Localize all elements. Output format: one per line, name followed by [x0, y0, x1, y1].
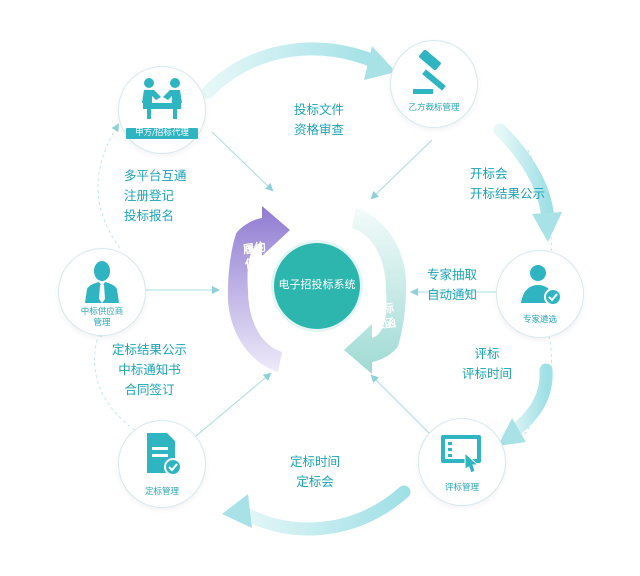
node-supplier-label-line2: 管理 [93, 318, 111, 328]
step-opening: 开标会 开标结果公示 [470, 164, 545, 204]
ring-purple [227, 206, 290, 372]
tablet-touch-icon [441, 435, 481, 474]
step-register: 多平台互通 注册登记 投标报名 [124, 166, 187, 226]
step-award: 定标时间 定标会 [290, 452, 340, 492]
gavel-icon [413, 49, 446, 94]
step-line: 评标 [474, 346, 500, 361]
arrow-right-top [493, 123, 555, 227]
step-expert-draw: 专家抽取 自动通知 [427, 265, 477, 305]
node-expert[interactable]: 专家遴选 [496, 250, 584, 338]
center-title: 电子招投标系统 [278, 278, 356, 291]
ring-label-performance: 履约 保函 [242, 240, 269, 273]
step-line: 开标结果公示 [470, 186, 546, 201]
step-line: 定标时间 [290, 454, 341, 469]
node-supplier[interactable]: 中标供应商 管理 [58, 248, 146, 336]
ring-teal [344, 208, 407, 374]
node-evaluation[interactable]: 评标管理 [418, 418, 506, 506]
node-winner-label: 乙方裁标管理 [408, 103, 460, 113]
step-line: 资格审查 [294, 122, 345, 137]
step-line: 合同签订 [124, 382, 175, 397]
step-line: 注册登记 [124, 188, 175, 203]
node-buyer[interactable]: 甲方/招标代理 [118, 66, 206, 154]
step-contract: 定标结果公示 中标通知书 合同签订 [112, 340, 187, 400]
node-award-label: 定标管理 [144, 487, 179, 497]
arrow-top-head [364, 46, 396, 80]
node-supplier-label-line1: 中标供应商 [80, 307, 124, 317]
connector-award [195, 372, 272, 437]
node-supplier-label: 中标供应商 管理 [59, 307, 145, 329]
step-line: 定标结果公示 [112, 342, 188, 357]
step-evaluation: 评标 评标时间 [462, 344, 512, 384]
node-award[interactable]: 定标管理 [118, 420, 206, 508]
handshake-icon [142, 78, 182, 119]
node-winner[interactable]: 乙方裁标管理 [390, 40, 478, 128]
step-bid-docs: 投标文件 资格审查 [294, 100, 344, 140]
connector-evaluation [370, 374, 431, 435]
step-line: 中标通知书 [118, 362, 181, 377]
node-buyer-label: 甲方/招标代理 [126, 128, 198, 139]
ring-text-line: 保函 [372, 315, 397, 333]
arrow-top [201, 42, 387, 99]
arrow-bottom [233, 485, 411, 536]
ring-label-bid: 投标 保函 [370, 301, 397, 334]
step-line: 评标时间 [462, 366, 513, 381]
arrow-right-bottom-head [498, 418, 526, 446]
step-line: 专家抽取 [427, 267, 478, 282]
step-line: 投标文件 [294, 102, 345, 117]
step-line: 投标报名 [124, 208, 175, 223]
businessman-icon [85, 261, 119, 303]
node-expert-label: 专家遴选 [522, 315, 557, 325]
node-evaluation-label: 评标管理 [444, 483, 479, 493]
arc-left-upper [97, 123, 121, 249]
expert-check-icon [521, 265, 562, 306]
document-check-icon [147, 433, 182, 476]
step-line: 定标会 [296, 474, 334, 489]
step-line: 多平台互通 [124, 168, 187, 183]
arrow-bottom-head [222, 494, 252, 528]
arrow-right-top-head [532, 212, 562, 242]
center-hub[interactable]: 电子招投标系统 [274, 243, 360, 329]
step-line: 开标会 [470, 166, 508, 181]
connector-buyer [211, 131, 274, 192]
connector-winner [370, 139, 433, 200]
step-line: 自动通知 [427, 287, 478, 302]
ring-text-line: 保函 [244, 254, 269, 272]
